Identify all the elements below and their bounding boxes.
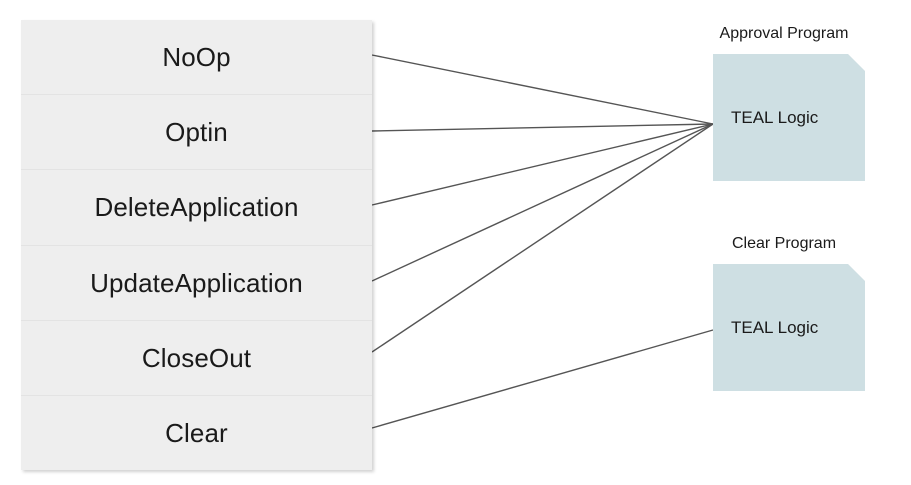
connector-line (371, 329, 714, 429)
list-item-optin[interactable]: Optin (21, 94, 372, 170)
list-item-label: DeleteApplication (94, 192, 299, 223)
list-item-label: CloseOut (141, 342, 252, 373)
connector-line (371, 123, 714, 282)
list-item-updateapplication[interactable]: UpdateApplication (21, 244, 372, 320)
connector-group (371, 54, 714, 429)
approval-program-body-label: TEAL Logic (731, 108, 819, 127)
connector-line (371, 123, 714, 206)
clear-program-group: Clear Program TEAL Logic (690, 236, 890, 391)
list-item-deleteapplication[interactable]: DeleteApplication (21, 169, 372, 245)
list-item-label: NoOp (162, 42, 231, 73)
list-item-label: Optin (165, 117, 228, 148)
clear-program-card-inner: TEAL Logic (713, 264, 865, 391)
list-item-closeout[interactable]: CloseOut (21, 319, 372, 395)
list-item-label: UpdateApplication (90, 267, 303, 298)
connector-line (371, 54, 714, 125)
approval-program-card[interactable]: TEAL Logic (713, 54, 865, 181)
approval-program-group: Approval Program TEAL Logic (690, 26, 890, 181)
approval-program-card-inner: TEAL Logic (713, 54, 865, 181)
connector-line (371, 123, 714, 132)
clear-program-card[interactable]: TEAL Logic (713, 264, 865, 391)
oncomplete-operations-list: NoOp Optin DeleteApplication UpdateAppli… (21, 20, 372, 471)
approval-program-title: Approval Program (719, 25, 849, 42)
clear-program-body-label: TEAL Logic (731, 318, 819, 337)
connector-line (371, 123, 714, 353)
clear-program-title: Clear Program (731, 235, 837, 252)
list-item-label: Clear (165, 417, 228, 448)
list-item-clear[interactable]: Clear (21, 394, 372, 471)
list-item-noop[interactable]: NoOp (21, 20, 372, 95)
